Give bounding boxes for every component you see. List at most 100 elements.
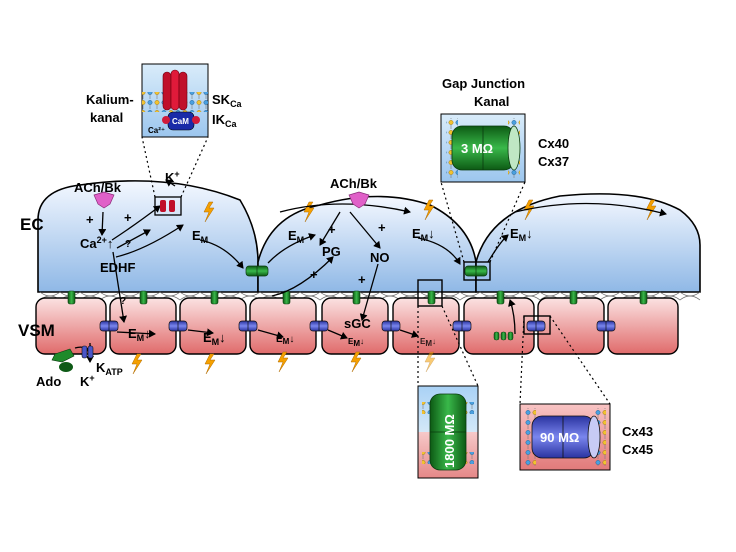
katp-channel-icon xyxy=(81,345,94,359)
smooth-muscle-label: VSM xyxy=(18,321,55,340)
arrow xyxy=(187,328,214,337)
gap-junction-resistance: 3 MΩ xyxy=(461,141,493,156)
calcium-label: Ca2+↑ xyxy=(80,235,113,251)
k-channel-title-line2: kanal xyxy=(90,110,123,125)
no-label: NO xyxy=(370,250,390,265)
membrane-potential-label: EM↓ xyxy=(510,226,533,243)
lightning-icon xyxy=(424,351,436,373)
membrane-potential-label: EM↓ xyxy=(420,337,436,348)
agonist-label-center: ACh/Bk xyxy=(330,176,378,191)
connexon-icon xyxy=(500,331,507,341)
membrane-potential-label: EM xyxy=(288,228,304,245)
connexon-icon xyxy=(452,320,472,332)
lightning-icon xyxy=(204,353,216,375)
arrow xyxy=(115,224,184,258)
membrane-potential-label: EM↓ xyxy=(412,226,435,243)
k-channel-title-line1: Kalium- xyxy=(86,92,134,107)
endothelial-cell-left xyxy=(37,180,259,293)
connexon-icon xyxy=(245,265,269,277)
smooth-muscle-cell-8 xyxy=(537,297,605,355)
katp-ion-label: K+ xyxy=(80,373,95,389)
ec-gap-junctions xyxy=(245,265,488,277)
connexon-icon xyxy=(352,290,361,305)
gap-junction-connexin-a: Cx40 xyxy=(538,136,569,151)
lightning-icon xyxy=(350,351,362,373)
vsm-gap-junction-callout: 90 MΩ xyxy=(519,403,611,471)
membrane-potential-label: EM↓ xyxy=(203,330,226,347)
connexon-icon xyxy=(168,320,188,332)
potassium-channel-icon xyxy=(162,69,188,111)
ik-label: IKCa xyxy=(212,112,237,129)
vsm-gap-junction-resistance: 90 MΩ xyxy=(540,430,579,445)
connexon-icon xyxy=(427,290,436,305)
arrow xyxy=(487,234,509,263)
plus-sign: + xyxy=(328,222,336,237)
arrow xyxy=(417,237,461,265)
plus-sign: + xyxy=(310,267,318,282)
lightning-icon xyxy=(131,353,143,375)
receptor-icon xyxy=(348,191,370,209)
katp-label: KATP xyxy=(96,360,123,377)
zoom-frames xyxy=(417,261,551,335)
sgc-label: sGC xyxy=(344,316,371,331)
arrow xyxy=(327,329,348,340)
lightning-icon xyxy=(423,199,435,221)
arrow xyxy=(199,239,244,269)
connexon-cluster xyxy=(493,331,514,341)
connexon-icon xyxy=(569,290,578,305)
connexon-icon xyxy=(238,320,258,332)
arrow xyxy=(111,205,161,241)
arrow xyxy=(514,202,667,217)
arrow xyxy=(267,233,316,264)
arrow xyxy=(508,299,516,335)
membrane-potential-label: EM xyxy=(192,228,208,245)
myoendothelial-resistance: 1800 MΩ xyxy=(442,414,457,468)
smooth-muscle-cell-9 xyxy=(607,297,679,355)
connexon-icon xyxy=(139,290,148,305)
connexon-icon xyxy=(526,320,546,332)
vsm-connexin-a: Cx43 xyxy=(622,424,653,439)
pg-label: PG xyxy=(322,244,341,259)
arrow xyxy=(116,329,156,338)
zoom-leaders xyxy=(141,136,611,405)
adenosine-receptor-icon xyxy=(51,348,75,372)
vsm-gap-junctions xyxy=(99,320,616,332)
endothelium-label: EC xyxy=(20,215,44,234)
endothelial-layer xyxy=(37,180,701,293)
plus-sign: + xyxy=(86,212,94,227)
gap-junction-title-line2: Kanal xyxy=(474,94,509,109)
arrow xyxy=(112,251,128,323)
potassium-label: K+ xyxy=(165,169,180,185)
adenosine-label: Ado xyxy=(36,374,61,389)
membrane-potential-label: EM↓ xyxy=(276,334,294,346)
myoendothelial-junctions xyxy=(67,290,648,305)
connexon-icon xyxy=(99,320,119,332)
arrow xyxy=(116,229,151,249)
gap-junction-connexin-b: Cx37 xyxy=(538,154,569,169)
connexon-icon xyxy=(493,331,500,341)
plus-sign: + xyxy=(358,272,366,287)
edhf-label: EDHF xyxy=(100,260,135,275)
vsm-connexin-b: Cx45 xyxy=(622,442,653,457)
endothelial-cell-center xyxy=(257,195,477,293)
myoendothelial-callout: 1800 MΩ xyxy=(417,385,479,479)
connexon-icon xyxy=(464,265,488,277)
plus-sign: + xyxy=(124,210,132,225)
basement-membrane xyxy=(39,291,701,301)
gap-junction-callout: 3 MΩ xyxy=(440,113,526,183)
membrane-potential-label: EM↓ xyxy=(128,326,151,343)
arrow xyxy=(271,256,334,297)
arrow xyxy=(98,211,107,236)
arrow xyxy=(319,211,341,246)
potassium-channel-icon xyxy=(154,196,182,216)
connexon-icon xyxy=(596,320,616,332)
lightning-icon xyxy=(203,201,215,223)
arrow xyxy=(165,179,176,187)
question-mark: ? xyxy=(125,239,131,250)
endothelial-cell-right xyxy=(475,193,701,293)
k-channel-callout: CaM Ca²⁺ xyxy=(141,63,209,138)
arrow xyxy=(359,263,379,321)
arrow xyxy=(279,203,411,215)
connexon-icon xyxy=(507,331,514,341)
